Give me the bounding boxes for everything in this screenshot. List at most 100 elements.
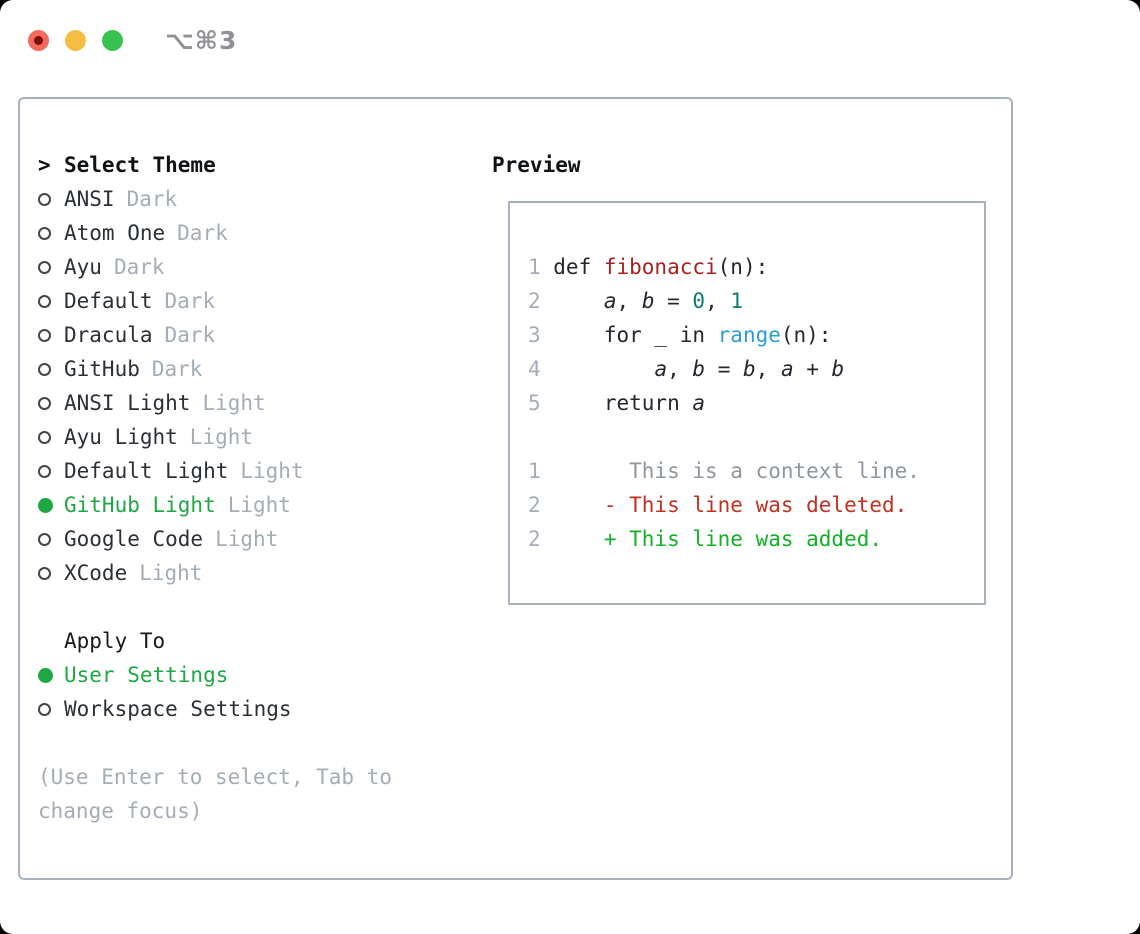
diff-added-line: 2 + This line was added. [528,522,984,556]
theme-option-default-light[interactable]: Default Light Light [38,454,430,488]
titlebar: ⌥⌘3 [28,26,237,55]
theme-variant: Dark [177,221,228,245]
line-number: 2 [528,289,541,313]
radio-icon [38,464,51,478]
line-content: - This line was deleted. [603,493,908,517]
line-number: 1 [528,255,541,279]
theme-name: GitHub [64,357,140,381]
radio-icon [38,260,51,274]
theme-name: Google Code [64,527,204,551]
diff-deleted-line: 2 - This line was deleted. [528,488,984,522]
close-button[interactable] [28,30,49,51]
blank-line [528,420,984,454]
apply-option-label: User Settings [64,663,229,687]
radio-icon [38,192,51,206]
line-content: for _ in range(n): [553,323,832,347]
theme-variant: Light [189,425,254,449]
line-number: 3 [528,323,541,347]
line-content: def fibonacci(n): [553,255,769,279]
radio-icon [38,362,51,376]
diff-context-line: 1 This is a context line. [528,454,984,488]
prompt-icon: > [38,153,51,177]
line-number: 5 [528,391,541,415]
theme-option-ansi-light[interactable]: ANSI Light Light [38,386,430,420]
theme-name: XCode [64,561,128,585]
theme-option-atom-one[interactable]: Atom One Dark [38,216,430,250]
theme-name: ANSI Light [64,391,191,415]
spacer [38,590,430,624]
theme-name: Default [64,289,153,313]
line-number: 4 [528,357,541,381]
theme-option-dracula[interactable]: Dracula Dark [38,318,430,352]
line-number [528,420,553,454]
radio-icon [38,396,51,410]
line-content: This is a context line. [629,459,920,483]
theme-name: Ayu Light [64,425,178,449]
zoom-button[interactable] [102,30,123,51]
theme-variant: Light [240,459,304,483]
theme-variant: Light [215,527,279,551]
theme-name: Atom One [64,221,166,245]
theme-option-github[interactable]: GitHub Dark [38,352,430,386]
preview-heading: Preview [492,153,581,177]
line-number: 2 [528,493,541,517]
apply-to-heading: Apply To [38,624,430,658]
theme-name: ANSI [64,187,115,211]
code-line: 5 return a [528,386,984,420]
apply-option-workspace-settings[interactable]: Workspace Settings [38,692,430,726]
theme-variant: Dark [164,323,216,347]
theme-name: Default Light [64,459,229,483]
line-number: 1 [528,459,541,483]
unsaved-dot-icon [34,36,43,45]
theme-option-github-light[interactable]: GitHub Light Light [38,488,430,522]
theme-variant: Dark [151,357,203,381]
theme-name: GitHub Light [64,493,216,517]
minimize-button[interactable] [65,30,86,51]
spacer [38,726,430,760]
window-title: ⌥⌘3 [165,26,238,55]
theme-name: Ayu [64,255,102,279]
select-theme-heading-label: Select Theme [64,153,216,177]
radio-icon [38,226,51,240]
line-content: a, b = b, a + b [654,357,845,381]
theme-option-google-code[interactable]: Google Code Light [38,522,430,556]
radio-icon [38,294,51,308]
theme-option-ayu-light[interactable]: Ayu Light Light [38,420,430,454]
theme-variant: Dark [164,289,216,313]
radio-icon [38,532,51,546]
theme-variant: Dark [113,255,165,279]
apply-option-user-settings[interactable]: User Settings [38,658,430,692]
apply-to-heading-label: Apply To [64,629,166,653]
theme-option-ayu[interactable]: Ayu Dark [38,250,430,284]
theme-option-ansi[interactable]: ANSI Dark [38,182,430,216]
code-line: 4 a, b = b, a + b [528,352,984,386]
theme-variant: Light [202,391,266,415]
code-line: 1 def fibonacci(n): [528,250,984,284]
code-line: 2 a, b = 0, 1 [528,284,984,318]
line-number: 2 [528,527,541,551]
line-content: + This line was added. [603,527,883,551]
code-line: 3 for _ in range(n): [528,318,984,352]
theme-name: Dracula [64,323,153,347]
theme-variant: Light [227,493,291,517]
radio-icon [38,566,51,580]
radio-selected-icon [38,497,53,513]
radio-icon [38,430,51,444]
theme-variant: Light [139,561,203,585]
theme-variant: Dark [126,187,178,211]
line-content: a, b = 0, 1 [603,289,744,313]
radio-icon [38,328,51,342]
theme-option-xcode[interactable]: XCode Light [38,556,430,590]
radio-icon [38,702,51,716]
keyboard-hint: (Use Enter to select, Tab to change focu… [38,765,393,823]
apply-option-label: Workspace Settings [64,697,292,721]
theme-option-default[interactable]: Default Dark [38,284,430,318]
line-content: return a [553,391,706,415]
select-theme-heading: > Select Theme [38,148,430,182]
